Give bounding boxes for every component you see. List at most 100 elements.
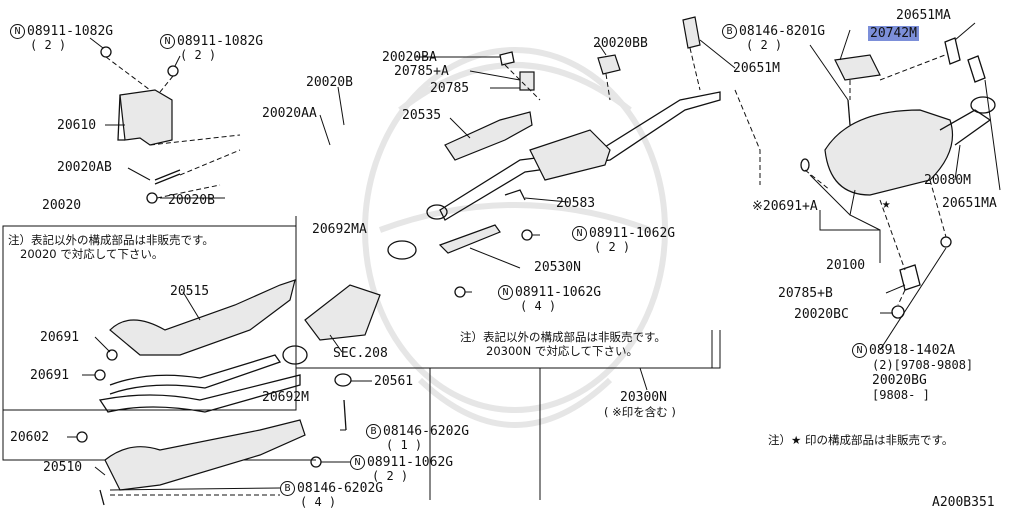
label-20651M: 20651M [733, 61, 780, 76]
bolt-08146-6202G-b [99, 489, 105, 506]
label-qty-e: ( 2 ) [372, 469, 409, 483]
gasket-20692M [282, 345, 308, 365]
label-20080M: 20080M [924, 173, 971, 188]
front-tube-20020 [98, 374, 301, 413]
label-qty-08918: (2)[9708-9808] [872, 358, 974, 372]
right-group-frame [590, 330, 720, 369]
label-20020BC: 20020BC [794, 307, 849, 322]
tail-tip [970, 96, 996, 114]
label-20510: 20510 [43, 460, 83, 475]
label-20785B: 20785+B [778, 286, 833, 301]
star-mark: ★ [882, 196, 891, 212]
gasket-20691-a [106, 349, 118, 361]
heat-shield-20530N [438, 224, 501, 254]
label-20100: 20100 [826, 258, 866, 273]
label-20692MA: 20692MA [312, 222, 367, 237]
label-20742M[interactable]: 20742M [868, 26, 919, 41]
note-mid-line2: 20300N で対応して下さい。 [486, 344, 638, 358]
label-20020BG-range: [9808- ] [872, 388, 930, 402]
label-20020: 20020 [42, 198, 82, 213]
nut-08911-1082G-b [167, 65, 179, 77]
nut-08911-1062G-d [454, 286, 466, 298]
watermark-emblem [362, 47, 668, 428]
label-20515: 20515 [170, 284, 210, 299]
label-20561: 20561 [374, 374, 414, 389]
label-20020AB: 20020AB [57, 160, 112, 175]
nut-08911-1062G-c [521, 229, 533, 241]
note-mid-line1: 注）表記以外の構成部品は非販売です。 [460, 330, 666, 344]
catalytic-converter-sec208 [304, 284, 381, 341]
label-20692M: 20692M [262, 390, 309, 405]
note-left-line1: 注）表記以外の構成部品は非販売です。 [8, 233, 214, 247]
label-20020BA: 20020BA [382, 50, 437, 65]
note-right: 注）★ 印の構成部品は非販売です。 [768, 433, 954, 447]
label-sec208[interactable]: SEC.208 [333, 346, 388, 361]
label-20020AA: 20020AA [262, 106, 317, 121]
heat-shield-20510 [104, 419, 306, 491]
label-20535: 20535 [402, 108, 442, 123]
stud-20020AB [154, 169, 181, 185]
label-20651MA-top: 20651MA [896, 8, 951, 23]
label-20583: 20583 [556, 196, 596, 211]
label-20651MA-right: 20651MA [942, 196, 997, 211]
mount-rubber-20651MA-right [967, 55, 986, 83]
nut-20020B-left [146, 192, 158, 204]
label-20602: 20602 [10, 430, 50, 445]
bracket-20742M [834, 54, 881, 81]
nut-20020BA [499, 51, 515, 66]
label-20785A: 20785+A [394, 64, 449, 79]
bracket-20583 [504, 189, 526, 201]
label-20691-a: 20691 [40, 330, 80, 345]
label-20610: 20610 [57, 118, 97, 133]
main-muffler-20100 [824, 109, 954, 196]
gasket-20691A [800, 158, 810, 172]
label-qty-bolt-8201G: ( 2 ) [746, 38, 783, 52]
gasket-20691-b [94, 369, 106, 381]
label-20020B-left: 20020B [168, 193, 215, 208]
label-20530N: 20530N [534, 260, 581, 275]
bolt-08146-6202G-a [343, 399, 347, 431]
label-20691A: ※20691+A [752, 199, 818, 214]
diagram-id: A200B351 [932, 495, 995, 510]
label-qty-a: ( 2 ) [30, 38, 67, 52]
heat-shield-20535 [444, 111, 533, 161]
heat-shield-20515 [109, 279, 296, 356]
nut-08911-1082G-a [100, 46, 112, 58]
label-20020BB: 20020BB [593, 36, 648, 51]
mount-rubber-20651MA-top [944, 37, 961, 65]
label-qty-d: ( 4 ) [520, 299, 557, 313]
nut-08911-1062G-e [310, 456, 322, 468]
note-left-line2: 20020 で対応して下さい。 [20, 247, 164, 261]
highlighted-part-number[interactable]: 20742M [868, 26, 919, 41]
label-20785: 20785 [430, 81, 470, 96]
seal-20602 [76, 431, 88, 443]
clamp-20561 [334, 373, 352, 387]
label-qty-c: ( 2 ) [594, 240, 631, 254]
label-20020BG: 20020BG [872, 373, 927, 388]
label-20020B-top: 20020B [306, 75, 353, 90]
label-qty-b: ( 2 ) [180, 48, 217, 62]
nut-08918-1402A [940, 236, 952, 248]
gasket-20692MA [387, 240, 417, 260]
mount-rubber-20785B [899, 264, 921, 291]
bracket-20610 [119, 89, 173, 146]
mount-rubber-20651M [682, 16, 701, 49]
label-qty-bolt-b: ( 4 ) [300, 495, 337, 509]
mount-rubber-20785 [519, 71, 535, 91]
label-20300N: 20300N [620, 390, 667, 405]
flange-front [426, 204, 448, 220]
label-20300N-sub: ( ※印を含む ) [604, 405, 676, 419]
bolt-08146-8201G [847, 99, 851, 126]
label-20691-b: 20691 [30, 368, 70, 383]
hanger-20020BB [597, 54, 621, 75]
